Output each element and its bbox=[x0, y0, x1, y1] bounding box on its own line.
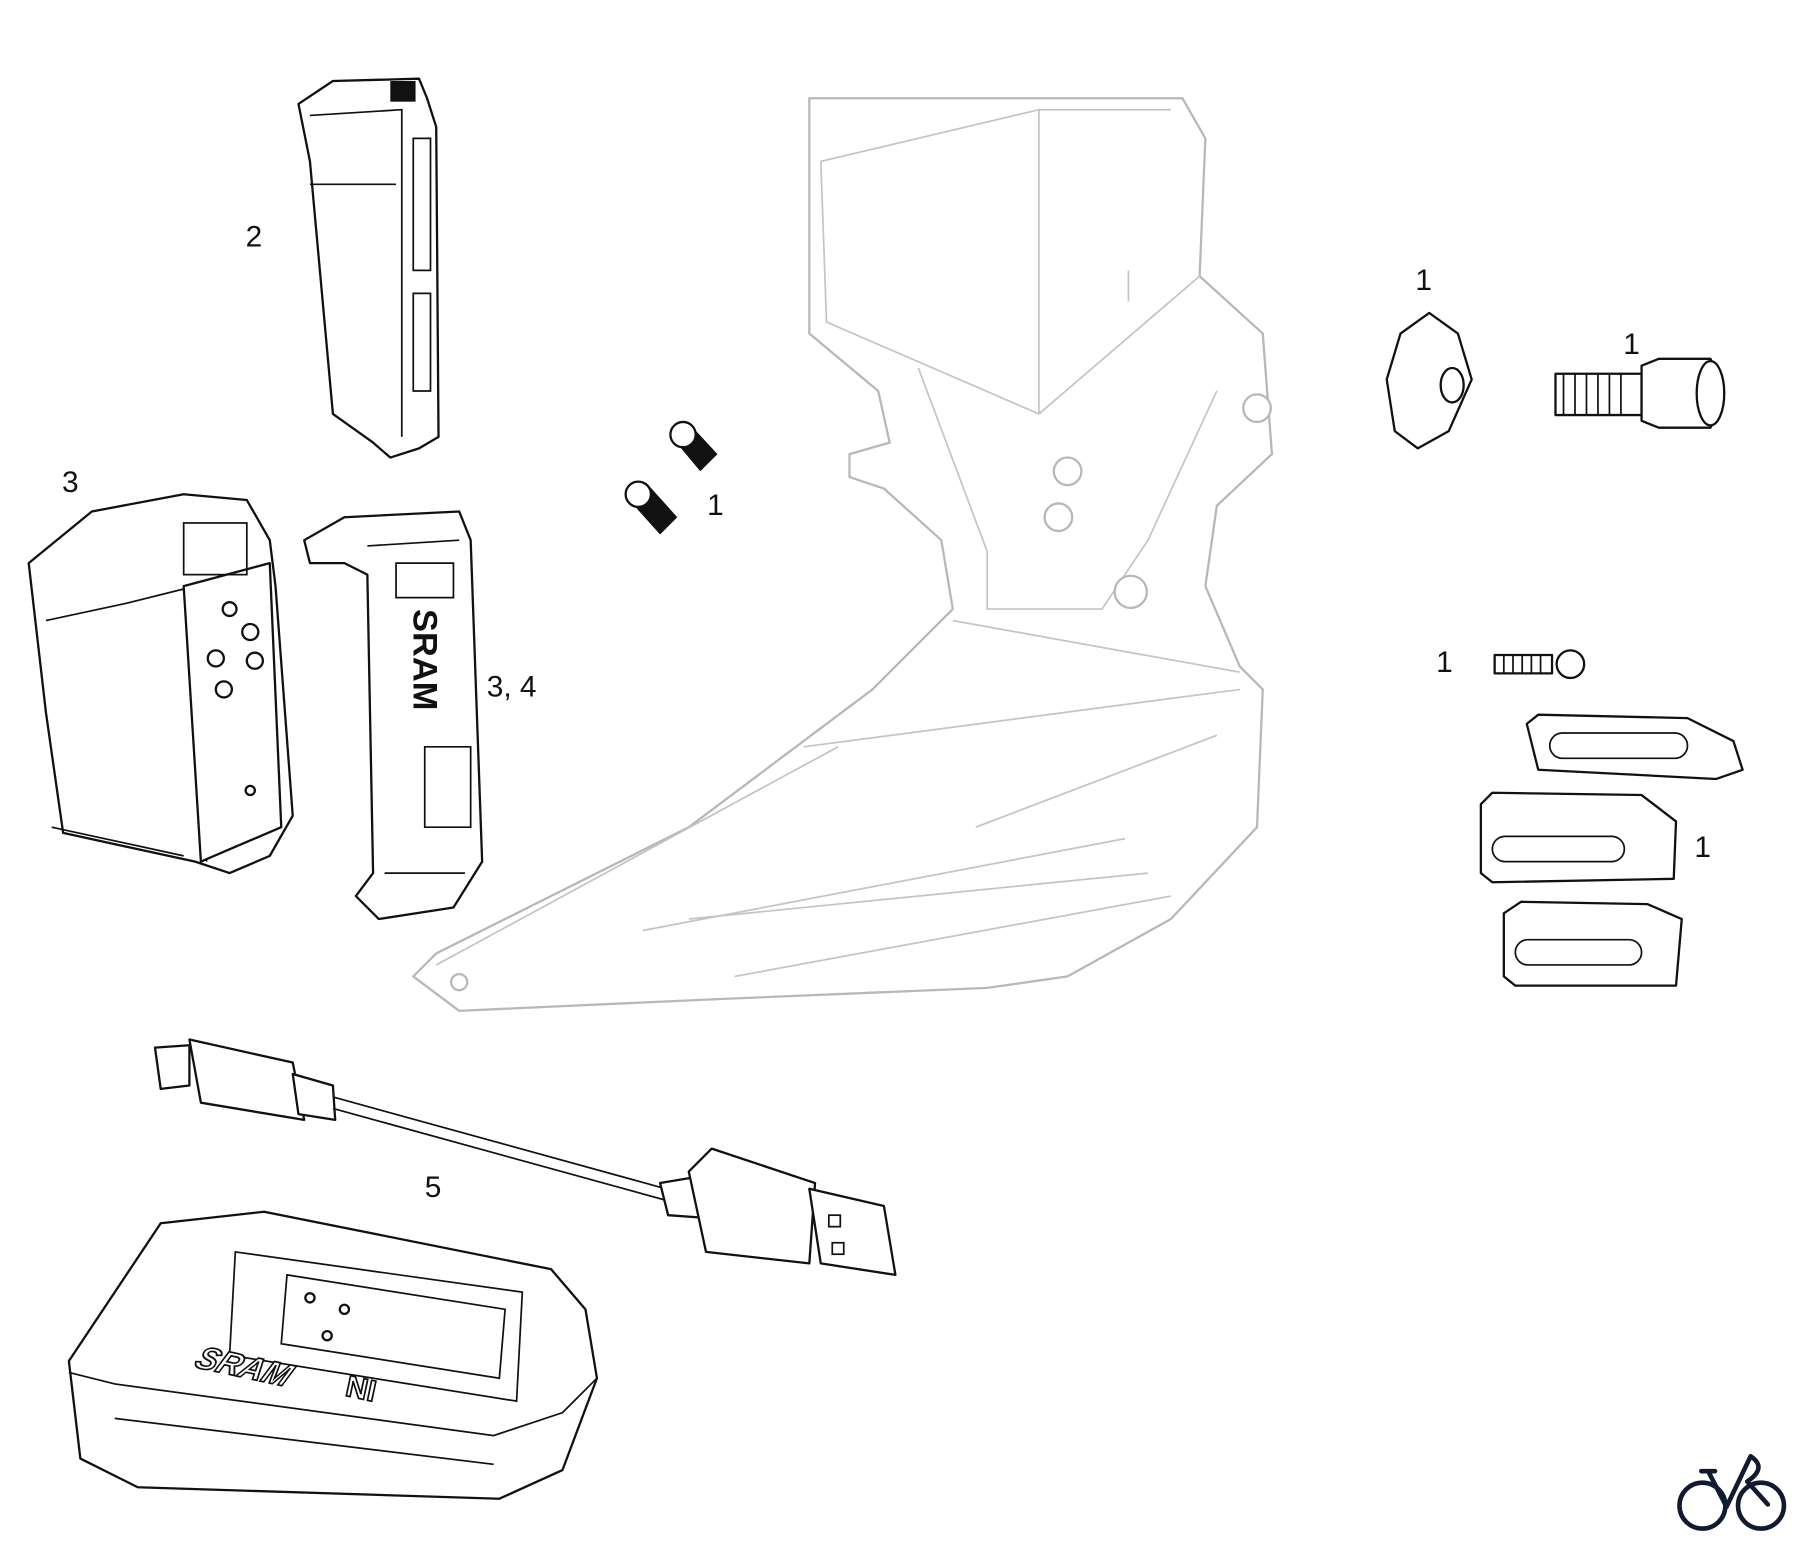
mounting-bolt-part bbox=[1554, 357, 1726, 429]
callout-bolt-cover: 1 bbox=[1415, 264, 1432, 297]
callout-cage-screw: 1 bbox=[1436, 646, 1453, 679]
charger-part: SRAM NI bbox=[67, 1210, 599, 1500]
bolt-cover-part bbox=[1385, 311, 1473, 450]
battery-part bbox=[27, 493, 294, 875]
callout-battery: 3 bbox=[62, 466, 79, 499]
battery-shell-logo: SRAM bbox=[405, 609, 443, 710]
battery-shell-part: SRAM bbox=[303, 510, 484, 921]
limit-screws-part bbox=[624, 420, 718, 535]
cage-screw-part bbox=[1493, 649, 1586, 680]
battery-cover-part bbox=[297, 77, 440, 459]
callout-mounting-bolt: 1 bbox=[1623, 328, 1640, 361]
callout-shims: 1 bbox=[1694, 831, 1711, 864]
usb-cable-part bbox=[153, 1038, 897, 1277]
callout-battery-cover: 2 bbox=[246, 220, 263, 253]
bicycle-logo-icon bbox=[1677, 1453, 1787, 1531]
callout-battery-shell: 3, 4 bbox=[487, 670, 537, 703]
callout-charger: 5 bbox=[425, 1171, 442, 1204]
shims-part bbox=[1479, 713, 1744, 987]
callout-limit-screws: 1 bbox=[707, 489, 724, 522]
front-derailleur bbox=[412, 97, 1274, 1012]
